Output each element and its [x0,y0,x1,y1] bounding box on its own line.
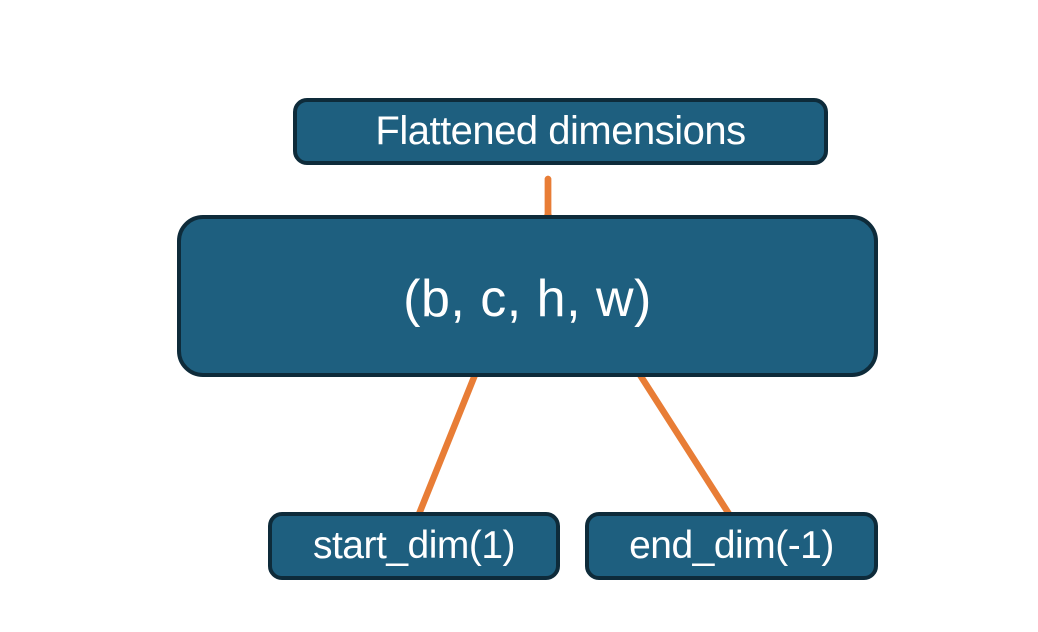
tensor-shape-box: (b, c, h, w) [177,215,878,377]
flattened-dimensions-box: Flattened dimensions [293,98,828,165]
start-dim-box: start_dim(1) [268,512,560,580]
end-dim-box: end_dim(-1) [585,512,878,580]
flattened-dimensions-label: Flattened dimensions [375,109,746,153]
start-dim-label: start_dim(1) [312,524,516,567]
end-dim-label: end_dim(-1) [629,524,834,567]
tensor-shape-label: (b, c, h, w) [403,270,652,328]
